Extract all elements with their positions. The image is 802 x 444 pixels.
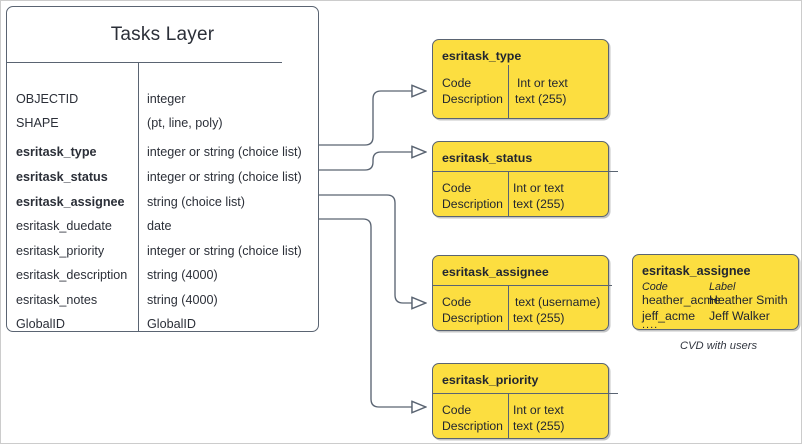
connector-priority (318, 218, 426, 407)
domain-column-divider (508, 286, 509, 330)
domain-column-divider (508, 172, 509, 216)
domain-title-esritask-type: esritask_type (442, 49, 522, 63)
field-type-6: integer or string (choice list) (147, 244, 302, 258)
cvd-row-1-label: Jeff Walker (709, 309, 770, 323)
domain-code-label: Code (442, 403, 472, 417)
domain-code-type: Int or text (513, 403, 564, 417)
field-type-3: integer or string (choice list) (147, 170, 302, 184)
cvd-row-0-code: heather_acme (642, 293, 721, 307)
cvd-row-1-code: jeff_acme (642, 309, 696, 323)
cvd-ellipsis: .... (642, 319, 659, 331)
domain-description-type: text (255) (515, 92, 567, 106)
field-name-1: SHAPE (16, 116, 59, 130)
cvd-title: esritask_assignee (642, 264, 751, 278)
domain-column-divider (508, 394, 509, 438)
domain-title-esritask-status: esritask_status (442, 151, 533, 165)
domain-code-type: Int or text (513, 181, 564, 195)
domain-description-label: Description (442, 419, 503, 433)
connector-assignee (318, 194, 426, 303)
field-name-2: esritask_type (16, 145, 97, 159)
connector-type (318, 91, 426, 146)
field-name-7: esritask_description (16, 268, 128, 282)
field-name-8: esritask_notes (16, 293, 98, 307)
field-name-4: esritask_assignee (16, 195, 125, 209)
domain-box-esritask-status[interactable]: esritask_status Code Description Int or … (432, 141, 609, 217)
domain-code-label: Code (442, 76, 472, 90)
field-name-9: GlobalID (16, 317, 65, 331)
domain-column-divider (508, 65, 509, 118)
domain-code-type: text (username) (515, 295, 601, 309)
domain-priority-header-divider (432, 393, 618, 394)
domain-description-type: text (255) (513, 311, 565, 325)
domain-code-type: Int or text (517, 76, 568, 90)
field-type-8: string (4000) (147, 293, 218, 307)
domain-description-type: text (255) (513, 419, 565, 433)
field-type-5: date (147, 219, 172, 233)
domain-title-esritask-priority: esritask_priority (442, 373, 539, 387)
domain-box-esritask-type[interactable]: esritask_type Code Description Int or te… (432, 39, 609, 119)
field-name-3: esritask_status (16, 170, 108, 184)
field-type-1: (pt, line, poly) (147, 116, 223, 130)
connector-status (318, 152, 426, 171)
domain-box-esritask-priority[interactable]: esritask_priority Code Description Int o… (432, 363, 609, 439)
field-type-4: string (choice list) (147, 195, 245, 209)
cvd-header-label: Label (709, 281, 736, 293)
field-name-6: esritask_priority (16, 244, 105, 258)
field-name-0: OBJECTID (16, 92, 79, 106)
domain-description-label: Description (442, 197, 503, 211)
tasks-layer-entity[interactable]: Tasks Layer OBJECTID integer SHAPE (pt, … (6, 6, 319, 332)
domain-description-label: Description (442, 92, 503, 106)
field-type-9: GlobalID (147, 317, 196, 331)
domain-code-label: Code (442, 181, 472, 195)
domain-status-header-divider (432, 171, 618, 172)
entity-title: Tasks Layer (110, 23, 215, 45)
entity-header-divider (7, 62, 282, 63)
cvd-row-0-label: Heather Smith (709, 293, 788, 307)
field-type-2: integer or string (choice list) (147, 145, 302, 159)
domain-title-esritask-assignee: esritask_assignee (442, 265, 549, 279)
cvd-box-esritask-assignee[interactable]: esritask_assignee Code Label heather_acm… (632, 254, 799, 331)
field-name-5: esritask_duedate (16, 219, 112, 233)
domain-box-esritask-assignee[interactable]: esritask_assignee Code Description text … (432, 255, 609, 331)
domain-description-label: Description (442, 311, 503, 325)
cvd-caption: CVD with users (680, 340, 758, 352)
entity-column-divider (138, 63, 139, 332)
cvd-header-code: Code (642, 281, 668, 293)
domain-assignee-header-divider (432, 285, 612, 286)
field-type-7: string (4000) (147, 268, 218, 282)
domain-code-label: Code (442, 295, 472, 309)
domain-description-type: text (255) (513, 197, 565, 211)
field-type-0: integer (147, 92, 186, 106)
